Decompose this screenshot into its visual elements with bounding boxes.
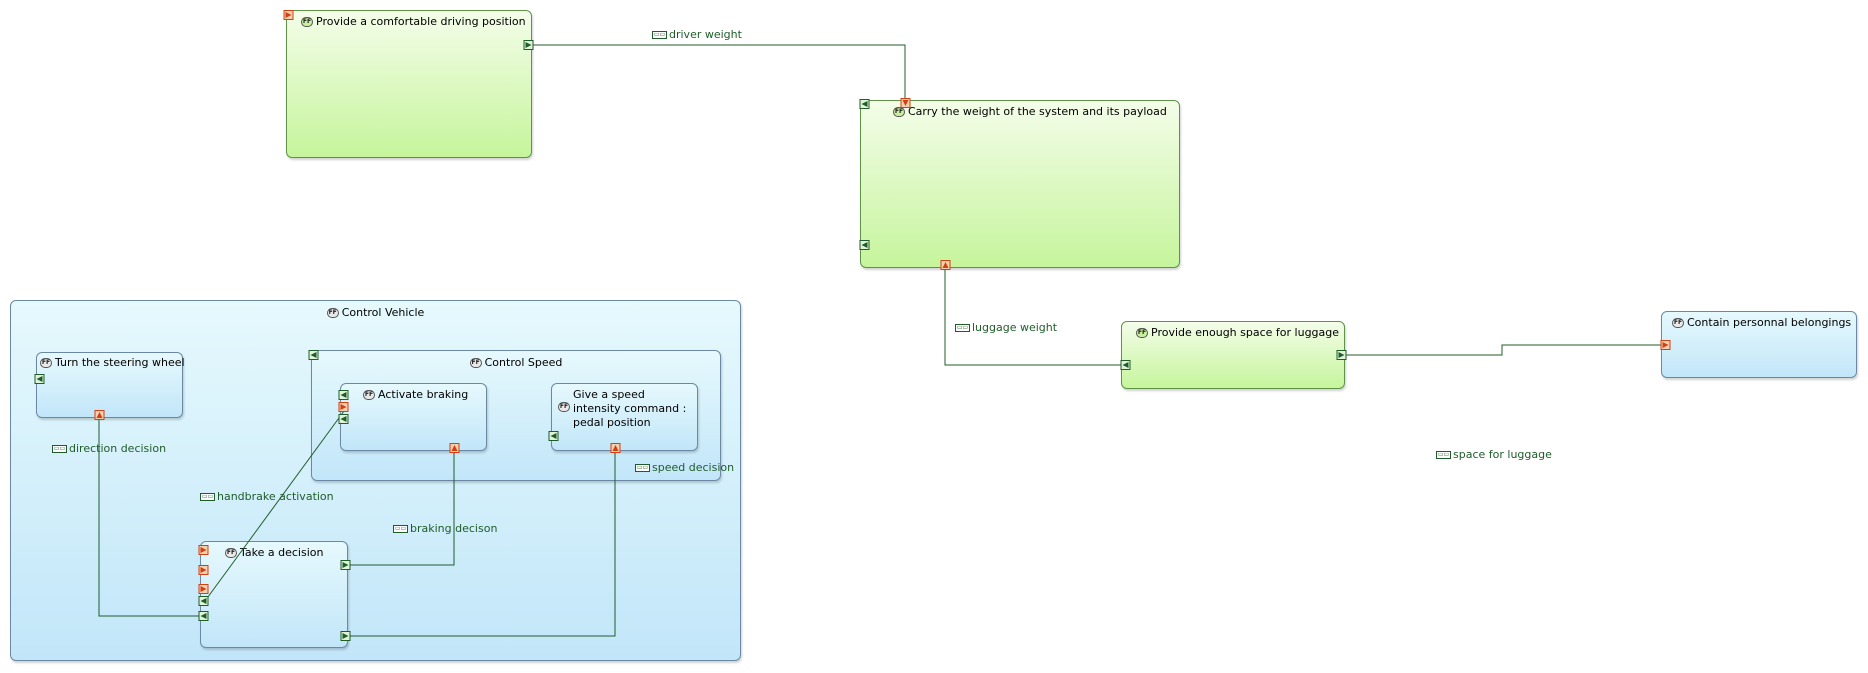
function-take-a-decision[interactable]: FF Take a decision xyxy=(200,541,348,648)
function-icon: FF xyxy=(469,358,482,368)
exchange-label-handbrake-activation[interactable]: ▭▭ handbrake activation xyxy=(200,490,334,503)
function-icon: FF xyxy=(225,548,237,558)
input-port-icon[interactable] xyxy=(338,390,349,400)
input-port-icon[interactable] xyxy=(338,414,349,424)
input-port-icon[interactable] xyxy=(1660,340,1671,350)
exchange-label-direction-decision[interactable]: ▭▭ direction decision xyxy=(52,442,167,455)
input-port-icon[interactable] xyxy=(548,431,559,441)
edge-driver-weight xyxy=(532,44,906,99)
function-turn-steering-wheel[interactable]: FF Turn the steering wheel xyxy=(36,352,185,418)
input-port-icon[interactable] xyxy=(338,402,349,412)
function-icon: FF xyxy=(363,390,375,400)
functional-exchange-icon: ▭▭ xyxy=(1436,450,1451,459)
function-contain-personal-belongings[interactable]: FF Contain personnal belongings xyxy=(1661,311,1857,378)
exchange-label-braking-decison[interactable]: ▭▭ braking decison xyxy=(393,522,498,535)
function-label: Give a speed intensity command : pedal p… xyxy=(573,388,687,429)
function-label: Turn the steering wheel xyxy=(55,356,185,369)
function-icon: FF xyxy=(558,402,570,412)
input-port-icon[interactable] xyxy=(900,98,911,108)
exchange-label-driver-weight[interactable]: ▭▭ driver weight xyxy=(652,28,742,41)
functional-exchange-icon: ▭▭ xyxy=(635,463,650,472)
functional-exchange-icon: ▭▭ xyxy=(393,524,408,533)
function-give-speed-intensity-command[interactable]: FF Give a speed intensity command : peda… xyxy=(551,383,698,451)
input-port-icon[interactable] xyxy=(198,611,209,621)
function-label: Take a decision xyxy=(240,546,324,559)
output-port-icon[interactable] xyxy=(1336,350,1347,360)
function-label: Provide a comfortable driving position xyxy=(316,15,526,28)
function-icon: FF xyxy=(301,17,313,27)
output-port-icon[interactable] xyxy=(449,443,460,453)
function-icon: FF xyxy=(1136,328,1148,338)
input-port-icon[interactable] xyxy=(340,631,351,641)
output-port-icon[interactable] xyxy=(198,545,209,555)
exchange-label-speed-decision[interactable]: ▭▭ speed decision xyxy=(635,461,735,474)
function-provide-comfortable-driving-position[interactable]: FF Provide a comfortable driving positio… xyxy=(286,10,532,158)
function-provide-space-for-luggage[interactable]: FF Provide enough space for luggage xyxy=(1121,321,1345,389)
function-label: Contain personnal belongings xyxy=(1687,316,1852,329)
functional-exchange-icon: ▭▭ xyxy=(652,30,667,39)
output-port-icon[interactable] xyxy=(283,10,294,20)
input-port-icon[interactable] xyxy=(308,350,319,360)
input-port-icon[interactable] xyxy=(1120,360,1131,370)
function-label: Carry the weight of the system and its p… xyxy=(908,105,1167,118)
function-label: Activate braking xyxy=(378,388,469,401)
function-icon: FF xyxy=(326,308,339,318)
input-port-icon[interactable] xyxy=(859,99,870,109)
input-port-icon[interactable] xyxy=(34,374,45,384)
exchange-label-luggage-weight[interactable]: ▭▭ luggage weight xyxy=(955,321,1058,334)
exchange-label-space-for-luggage[interactable]: ▭▭ space for luggage xyxy=(1436,448,1552,461)
output-port-icon[interactable] xyxy=(610,443,621,453)
functional-exchange-icon: ▭▭ xyxy=(52,444,67,453)
function-activate-braking[interactable]: FF Activate braking xyxy=(340,383,487,451)
function-label: Control Speed xyxy=(484,356,563,369)
function-icon: FF xyxy=(1672,318,1684,328)
edge-space-for-luggage xyxy=(1345,344,1661,356)
input-port-icon[interactable] xyxy=(859,240,870,250)
function-carry-weight[interactable]: FF Carry the weight of the system and it… xyxy=(860,100,1180,268)
functional-exchange-icon: ▭▭ xyxy=(955,323,970,332)
function-icon: FF xyxy=(40,358,52,368)
edge-luggage-weight xyxy=(944,266,1121,366)
output-port-icon[interactable] xyxy=(940,260,951,270)
output-port-icon[interactable] xyxy=(198,565,209,575)
function-label: Provide enough space for luggage xyxy=(1151,326,1340,339)
output-port-icon[interactable] xyxy=(523,40,534,50)
functional-exchange-icon: ▭▭ xyxy=(200,492,215,501)
output-port-icon[interactable] xyxy=(198,584,209,594)
function-label: Control Vehicle xyxy=(341,306,425,319)
input-port-icon[interactable] xyxy=(340,560,351,570)
function-icon: FF xyxy=(893,107,905,117)
output-port-icon[interactable] xyxy=(94,410,105,420)
input-port-icon[interactable] xyxy=(198,596,209,606)
